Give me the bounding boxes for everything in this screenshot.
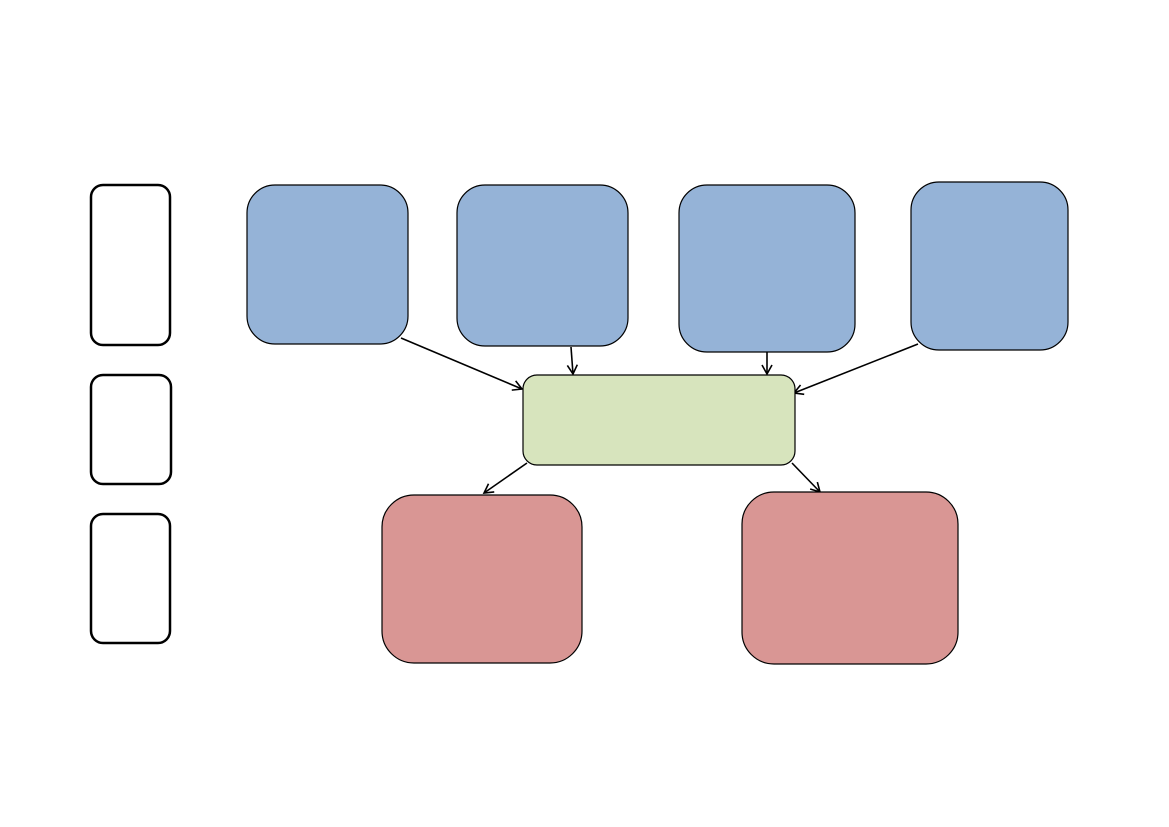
output-box-2 <box>741 491 959 665</box>
row-label-middle-box <box>89 373 173 486</box>
output-row <box>381 491 959 665</box>
input-row <box>246 181 1069 353</box>
arrow-input-2-to-process <box>566 346 579 376</box>
side-label-column <box>89 183 173 645</box>
input-box-2 <box>456 184 629 347</box>
process-box <box>522 374 796 466</box>
input-box-4 <box>910 181 1069 351</box>
input-box-3 <box>678 184 856 353</box>
row-label-top-box <box>89 183 172 347</box>
process-node <box>522 374 796 466</box>
input-box-1 <box>246 184 409 345</box>
row-label-bottom-box <box>89 512 172 645</box>
connectors <box>400 337 919 494</box>
arrow-process-to-output-1 <box>482 462 528 494</box>
arrow-input-1-to-process <box>400 337 524 391</box>
arrow-process-to-output-2 <box>791 462 822 494</box>
output-box-1 <box>381 494 583 664</box>
arrow-input-4-to-process <box>792 343 919 396</box>
